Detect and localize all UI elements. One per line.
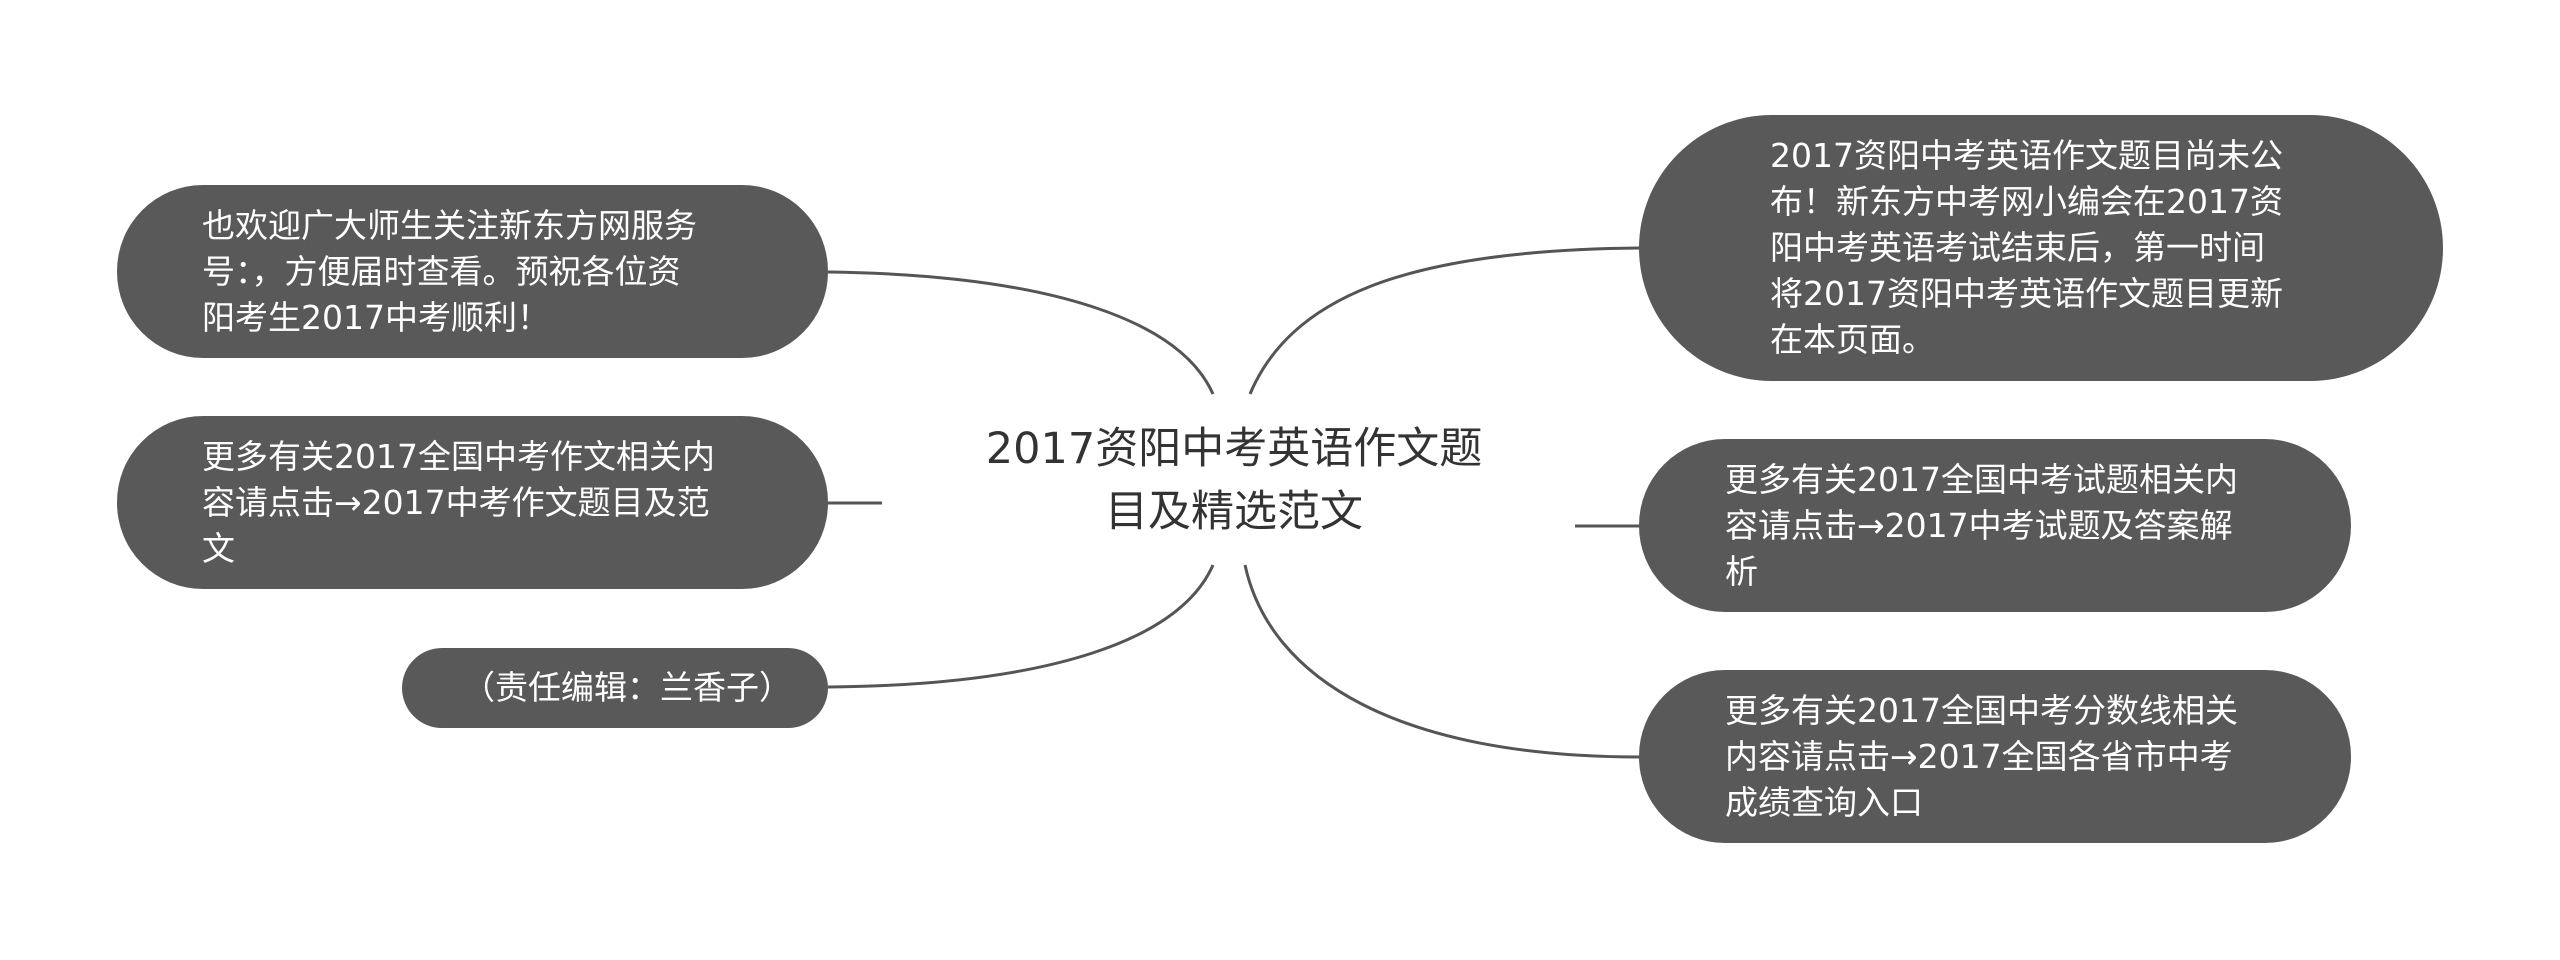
- node-text-line: 更多有关2017全国中考试题相关内: [1725, 459, 2238, 499]
- root-topic-line: 2017资阳中考英语作文题: [985, 424, 1483, 474]
- node-text-line: 在本页面。: [1770, 320, 1935, 359]
- topic-node-welcome-notice[interactable]: 也欢迎广大师生关注新东方网服务 号：，方便届时查看。预祝各位资 阳考生2017中…: [117, 185, 828, 358]
- node-text-line: 阳中考英语考试结束后，第一时间: [1770, 228, 2265, 267]
- node-text-line: 成绩查询入口: [1725, 782, 1923, 822]
- node-text-line: 更多有关2017全国中考分数线相关: [1725, 690, 2238, 730]
- node-text-line: 析: [1725, 551, 1758, 591]
- connector-right-1: [1248, 246, 1641, 395]
- node-text-line: 2017资阳中考英语作文题目尚未公: [1770, 136, 2283, 175]
- topic-node-composition-link[interactable]: 更多有关2017全国中考作文相关内 容请点击→2017中考作文题目及范 文: [117, 416, 828, 589]
- node-text-line: 容请点击→2017中考试题及答案解: [1725, 505, 2233, 545]
- node-text-line: 内容请点击→2017全国各省市中考: [1725, 736, 2233, 776]
- root-topic-line: 目及精选范文: [1105, 487, 1363, 537]
- connector-right-3: [1243, 564, 1641, 759]
- node-text-line: 容请点击→2017中考作文题目及范: [202, 482, 710, 522]
- node-text-line: 阳考生2017中考顺利！: [202, 297, 550, 337]
- topic-node-editor[interactable]: （责任编辑：兰香子）: [402, 648, 828, 728]
- node-text-line: 也欢迎广大师生关注新东方网服务: [202, 205, 697, 245]
- topic-node-score-lines-link[interactable]: 更多有关2017全国中考分数线相关 内容请点击→2017全国各省市中考 成绩查询…: [1639, 670, 2351, 843]
- node-text-line: 将2017资阳中考英语作文题目更新: [1770, 274, 2283, 313]
- topic-node-not-announced[interactable]: 2017资阳中考英语作文题目尚未公 布！新东方中考网小编会在2017资 阳中考英…: [1639, 115, 2443, 381]
- node-text-line: 文: [202, 528, 235, 568]
- node-text-line: 布！新东方中考网小编会在2017资: [1770, 182, 2283, 221]
- connector-left-3: [827, 564, 1215, 689]
- topic-node-exam-papers-link[interactable]: 更多有关2017全国中考试题相关内 容请点击→2017中考试题及答案解 析: [1639, 439, 2351, 612]
- node-text-line: （责任编辑：兰香子）: [462, 668, 792, 707]
- node-text-line: 号：，方便届时查看。预祝各位资: [202, 251, 681, 291]
- root-topic[interactable]: 2017资阳中考英语作文题 目及精选范文: [944, 418, 1524, 544]
- connector-left-1: [827, 270, 1215, 395]
- node-text-line: 更多有关2017全国中考作文相关内: [202, 436, 715, 476]
